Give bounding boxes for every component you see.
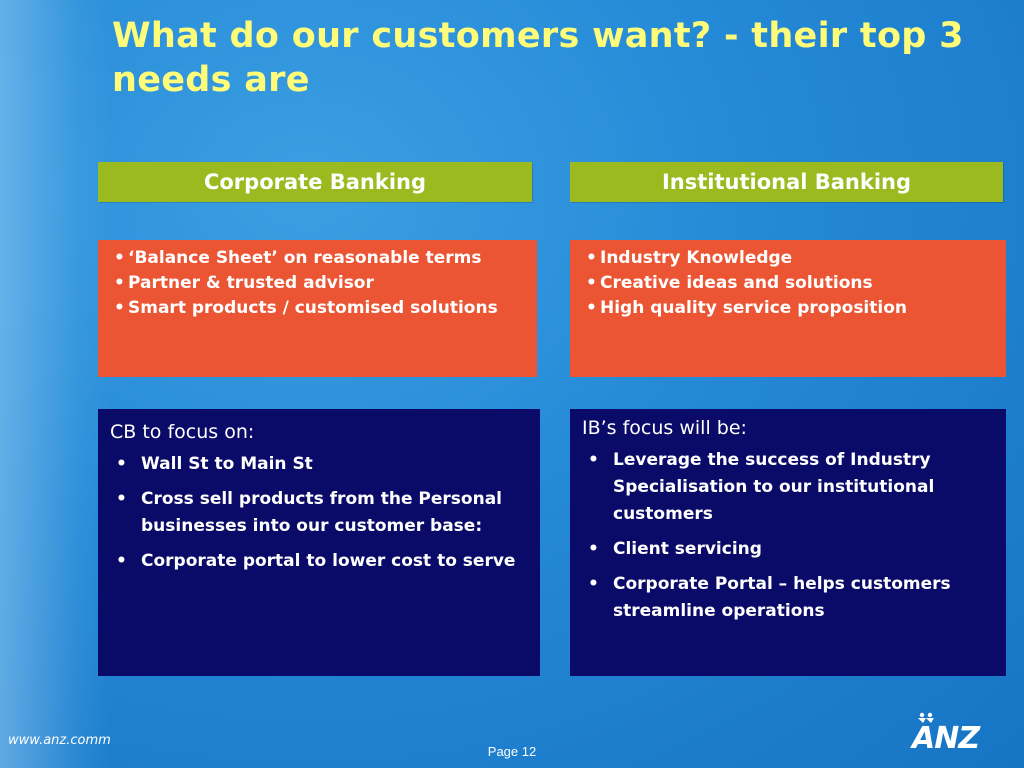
anz-logo: ANZ [910, 712, 982, 752]
corporate-banking-header: Corporate Banking [98, 162, 532, 202]
list-item: Cross sell products from the Personal bu… [110, 486, 528, 540]
list-item: Corporate portal to lower cost to serve [110, 548, 528, 575]
footer-url-link[interactable]: www.anz.comm [8, 733, 111, 748]
list-item: Creative ideas and solutions [582, 271, 994, 296]
institutional-focus-title: IB’s focus will be: [582, 417, 747, 439]
institutional-focus-list: Leverage the success of Industry Special… [582, 447, 994, 625]
institutional-focus-box: IB’s focus will be: Leverage the success… [570, 409, 1006, 676]
corporate-needs-box: ‘Balance Sheet’ on reasonable terms Part… [98, 240, 537, 377]
list-item: ‘Balance Sheet’ on reasonable terms [110, 246, 525, 271]
corporate-needs-list: ‘Balance Sheet’ on reasonable terms Part… [110, 246, 525, 321]
list-item: Client servicing [582, 536, 994, 563]
corporate-focus-list: Wall St to Main St Cross sell products f… [110, 451, 528, 575]
background-glow [0, 0, 110, 768]
institutional-needs-list: Industry Knowledge Creative ideas and so… [582, 246, 994, 321]
institutional-banking-header: Institutional Banking [570, 162, 1003, 202]
list-item: High quality service proposition [582, 296, 994, 321]
slide-title: What do our customers want? - their top … [112, 16, 964, 100]
page-number: Page 12 [487, 744, 537, 759]
corporate-focus-box: CB to focus on: Wall St to Main St Cross… [98, 409, 540, 676]
list-item: Smart products / customised solutions [110, 296, 525, 321]
list-item: Industry Knowledge [582, 246, 994, 271]
institutional-needs-box: Industry Knowledge Creative ideas and so… [570, 240, 1006, 377]
list-item: Corporate Portal – helps customers strea… [582, 571, 994, 625]
list-item: Partner & trusted advisor [110, 271, 525, 296]
list-item: Leverage the success of Industry Special… [582, 447, 994, 528]
list-item: Wall St to Main St [110, 451, 528, 478]
logo-text: ANZ [910, 721, 981, 752]
corporate-focus-title: CB to focus on: [110, 421, 255, 443]
